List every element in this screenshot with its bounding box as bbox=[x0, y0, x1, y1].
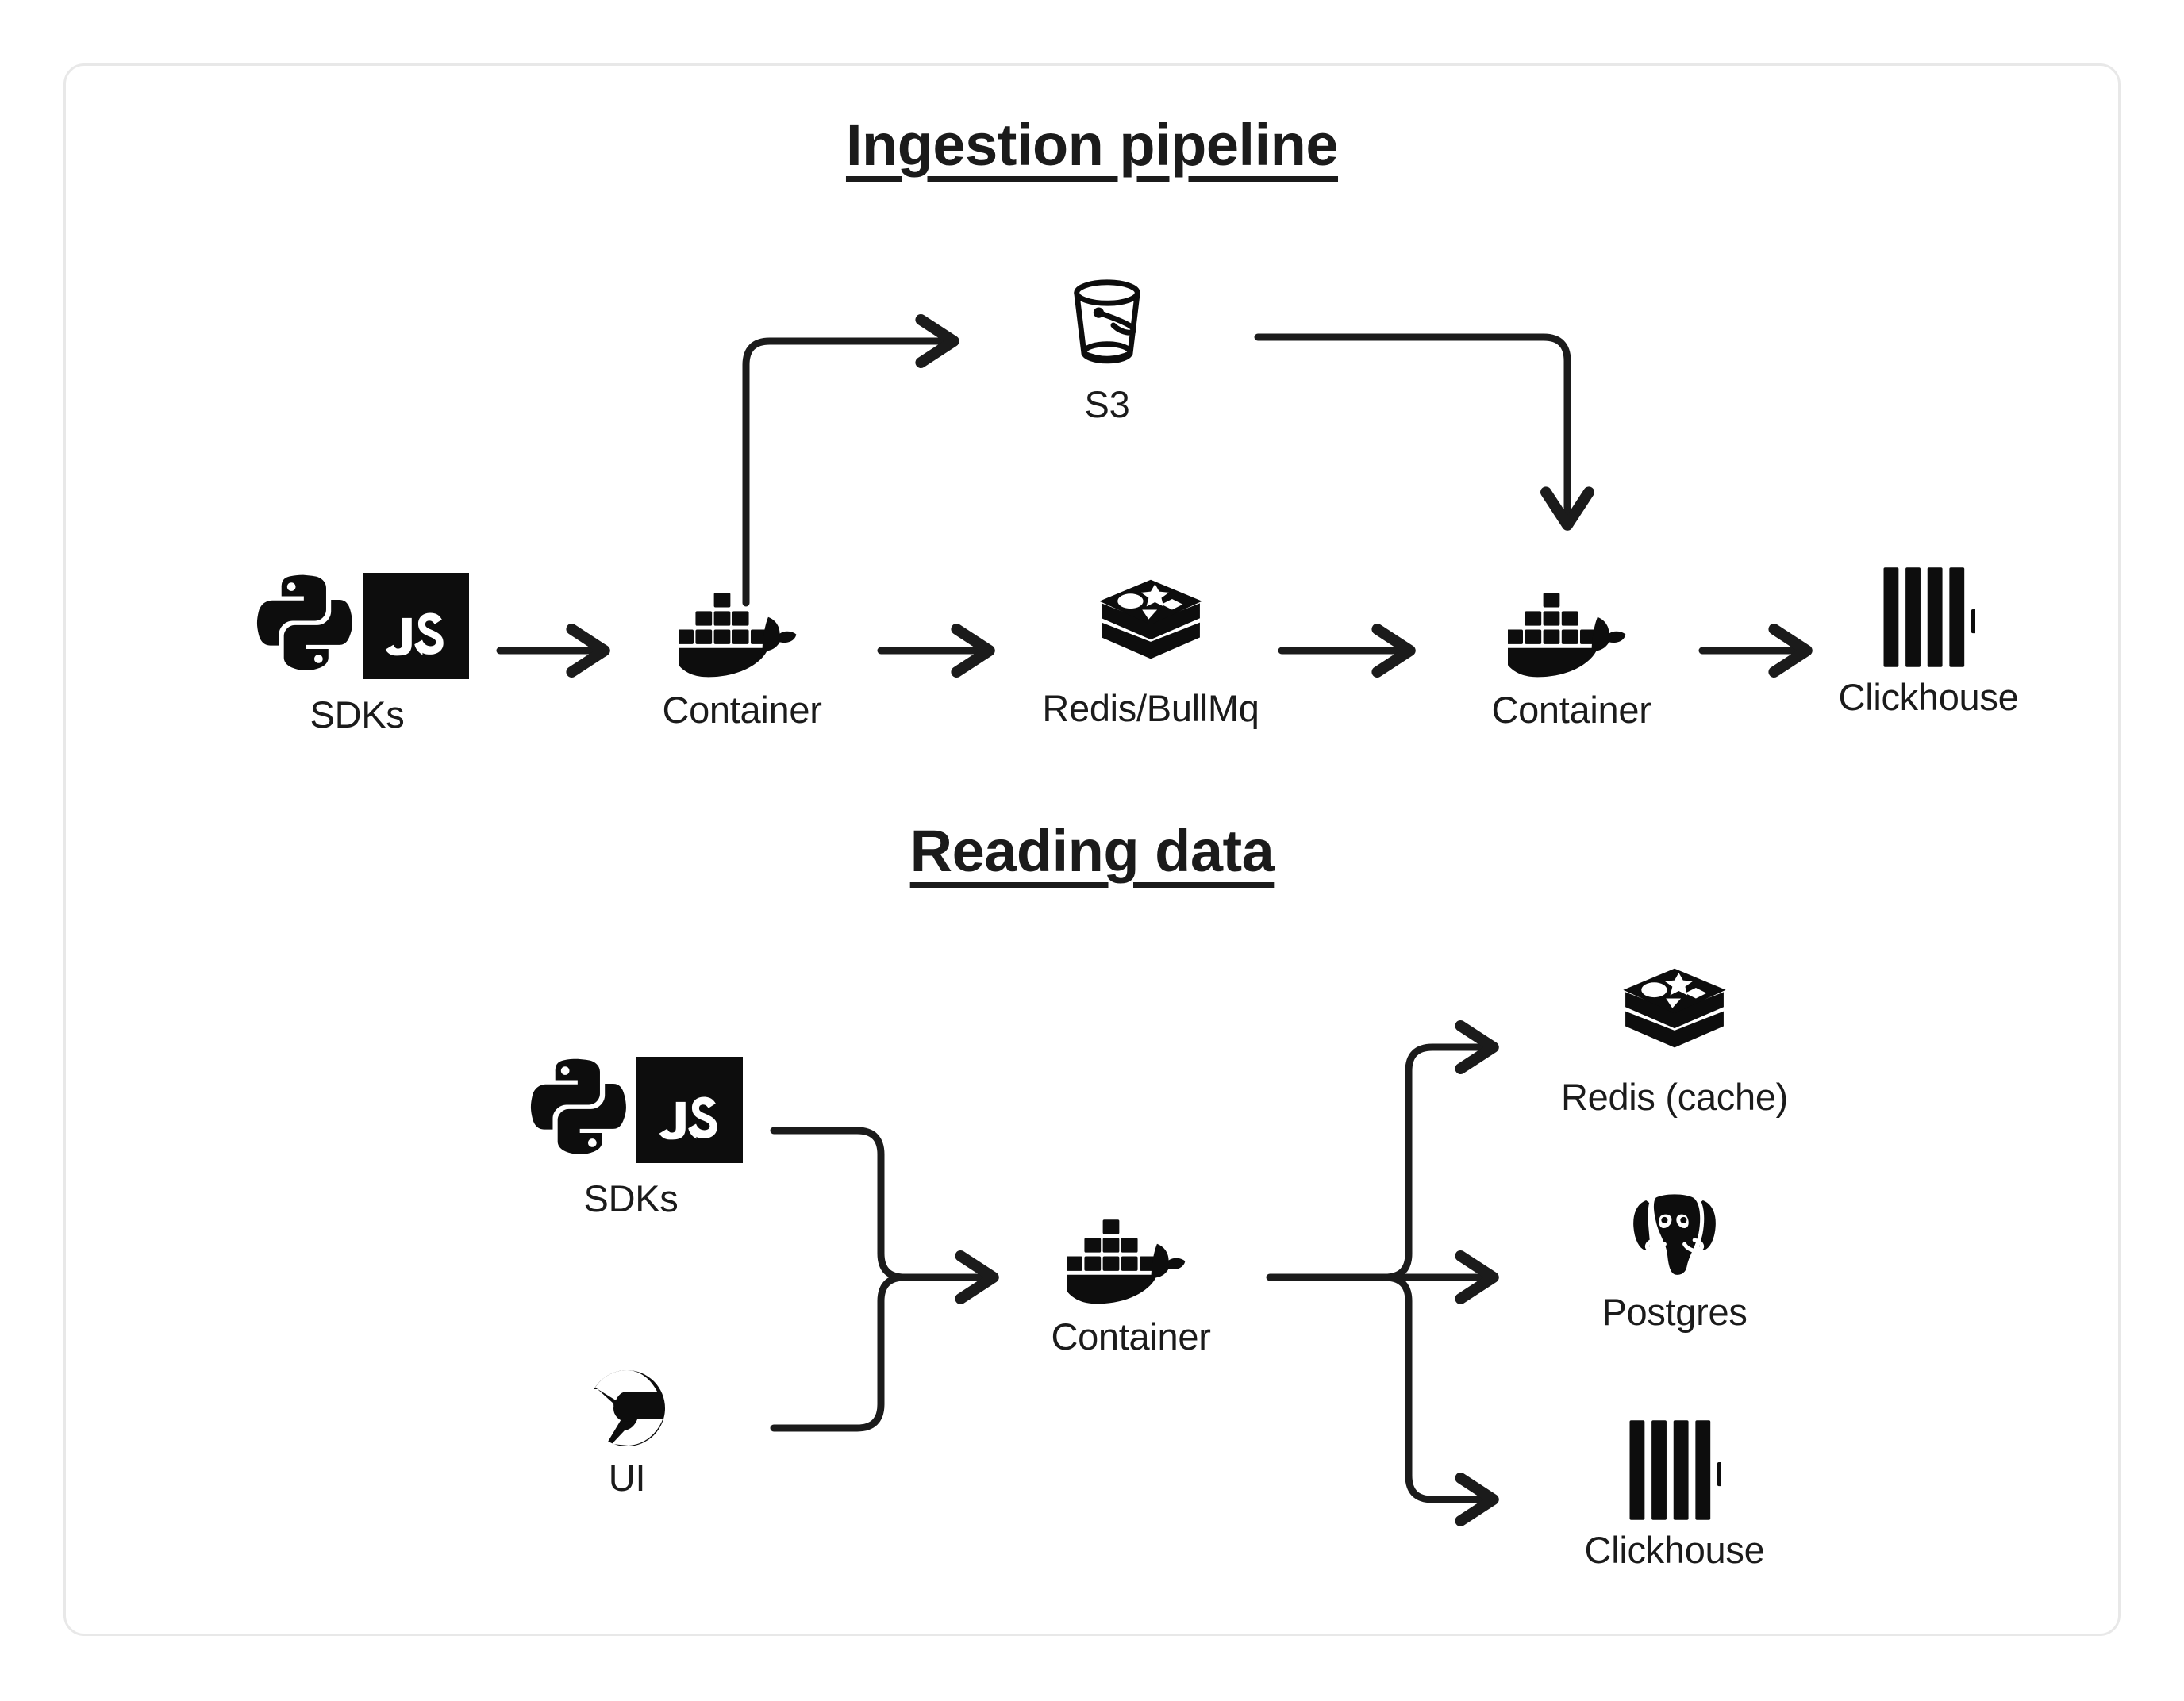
node-label: Redis (cache) bbox=[1560, 1076, 1789, 1118]
node-label: SDKs bbox=[583, 1177, 679, 1219]
node-label: UI bbox=[608, 1457, 646, 1499]
node-container-ingestion-2[interactable]: Container bbox=[1464, 583, 1678, 731]
node-clickhouse-reading[interactable]: Clickhouse bbox=[1555, 1420, 1794, 1572]
sdks-icon-group bbox=[245, 567, 469, 685]
chrome-icon bbox=[587, 1369, 667, 1448]
postgres-icon bbox=[1625, 1182, 1725, 1282]
sdks-icon-group bbox=[519, 1051, 743, 1169]
node-label: SDKs bbox=[310, 693, 405, 735]
node-label: Container bbox=[662, 689, 822, 731]
node-ui[interactable]: UI bbox=[556, 1369, 698, 1499]
diagram-card bbox=[63, 63, 2121, 1636]
node-s3[interactable]: S3 bbox=[1008, 270, 1206, 426]
node-label: Clickhouse bbox=[1584, 1529, 1765, 1571]
docker-icon bbox=[1508, 583, 1635, 680]
node-container-ingestion-1[interactable]: Container bbox=[635, 583, 849, 731]
clickhouse-icon bbox=[1628, 1420, 1721, 1520]
node-clickhouse-ingestion[interactable]: Clickhouse bbox=[1809, 567, 2048, 719]
node-label: S3 bbox=[1084, 383, 1130, 425]
node-sdks-ingestion[interactable]: SDKs bbox=[238, 567, 476, 736]
node-redis-bullmq[interactable]: Redis/BullMq bbox=[1020, 575, 1282, 730]
javascript-icon bbox=[636, 1057, 743, 1163]
docker-icon bbox=[679, 583, 806, 680]
node-label: Container bbox=[1491, 689, 1651, 731]
python-icon bbox=[245, 567, 363, 685]
node-sdks-reading[interactable]: SDKs bbox=[512, 1051, 750, 1220]
s3-bucket-icon bbox=[1055, 270, 1159, 374]
node-label: Postgres bbox=[1601, 1291, 1748, 1333]
node-label: Container bbox=[1051, 1315, 1211, 1357]
node-label: Clickhouse bbox=[1838, 676, 2019, 718]
redis-icon bbox=[1619, 964, 1730, 1067]
node-label: Redis/BullMq bbox=[1042, 687, 1259, 729]
docker-icon bbox=[1067, 1210, 1194, 1307]
python-icon bbox=[519, 1051, 636, 1169]
javascript-icon bbox=[363, 573, 469, 679]
section-title-reading: Reading data bbox=[909, 818, 1275, 884]
node-redis-cache[interactable]: Redis (cache) bbox=[1516, 964, 1833, 1119]
section-title-ingestion: Ingestion pipeline bbox=[845, 112, 1339, 178]
clickhouse-icon bbox=[1882, 567, 1975, 667]
node-postgres[interactable]: Postgres bbox=[1555, 1182, 1794, 1334]
node-container-reading[interactable]: Container bbox=[1024, 1210, 1238, 1358]
redis-icon bbox=[1095, 575, 1206, 678]
